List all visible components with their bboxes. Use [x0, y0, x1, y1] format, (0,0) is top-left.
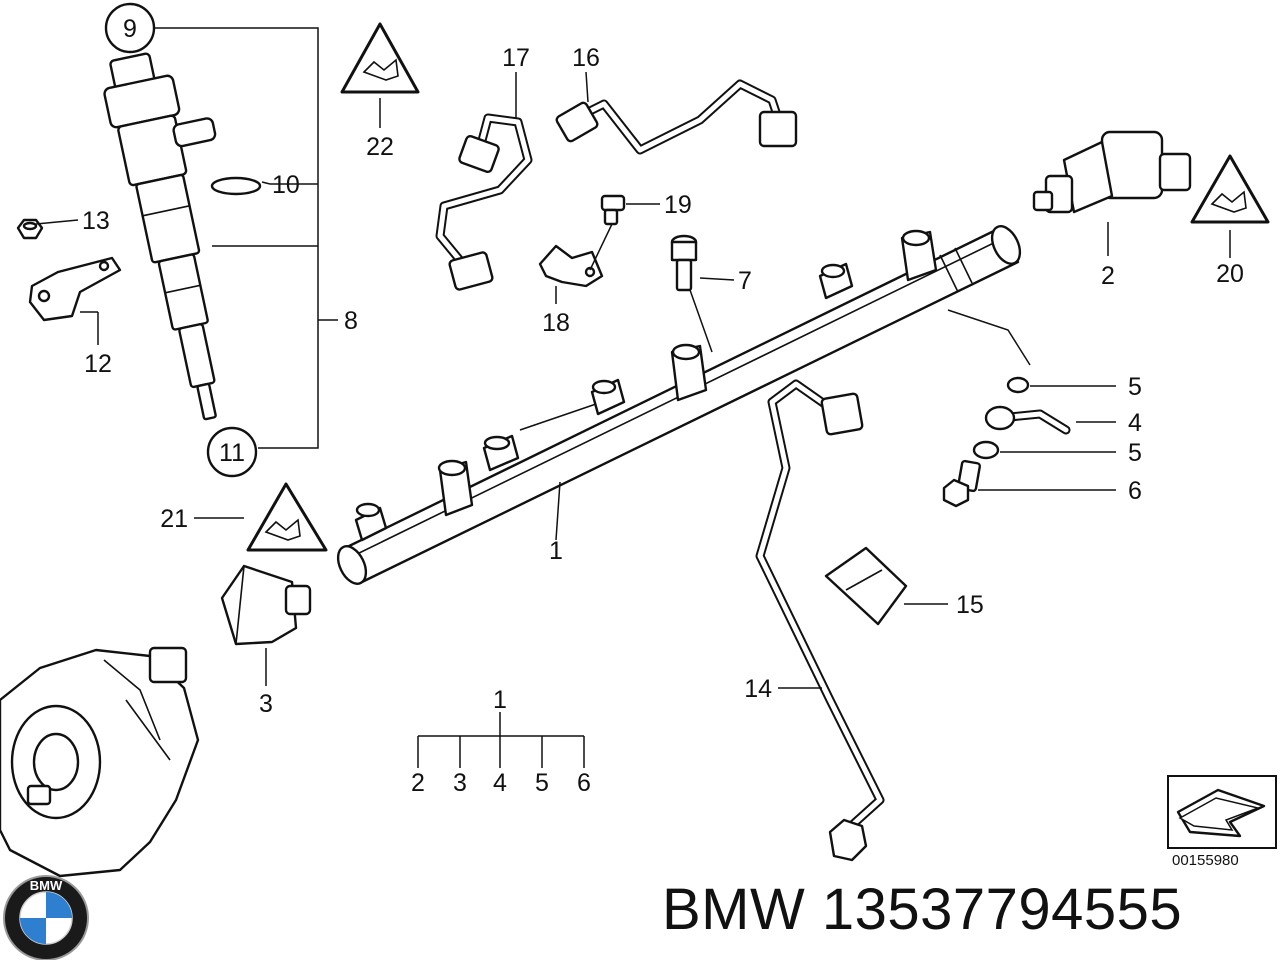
callout-18: 18	[542, 309, 570, 337]
callout-6: 6	[1128, 477, 1142, 505]
callout-10: 10	[272, 171, 300, 199]
callout-2: 2	[1101, 262, 1115, 290]
bracket-bolt	[600, 194, 626, 226]
high-pressure-pump	[0, 646, 200, 878]
tree-child: 4	[493, 769, 507, 797]
callout-19: 19	[664, 191, 692, 219]
rail-port	[670, 343, 708, 402]
banjo-fitting	[984, 405, 1071, 435]
tree-child: 6	[577, 769, 591, 797]
callout-17: 17	[502, 44, 530, 72]
high-pressure-line	[755, 379, 885, 862]
insulation-pad	[824, 546, 908, 626]
callout-20: 20	[1216, 260, 1244, 288]
fuel-rail	[336, 225, 1022, 585]
rail-port	[818, 262, 854, 300]
svg-text:BMW: BMW	[30, 878, 63, 893]
set-tree: 1 2 3 4 5 6	[411, 686, 591, 797]
callout-labels: 9 11 10 8 13 12 22 17 16 19 18 7 2 20 5 …	[82, 15, 1244, 718]
callout-5-lower: 5	[1128, 439, 1142, 467]
injector-line-16	[555, 79, 798, 155]
tree-child: 3	[453, 769, 467, 797]
leader-lines	[35, 27, 1231, 768]
callout-22: 22	[366, 133, 394, 161]
callout-8: 8	[344, 307, 358, 335]
callout-1: 1	[549, 537, 563, 565]
rail-port	[437, 459, 474, 517]
rail-pressure-sensor	[1032, 130, 1192, 214]
warning-triangle-21	[246, 482, 328, 552]
injector-holder	[28, 256, 122, 322]
callout-13: 13	[82, 207, 110, 235]
warning-triangle-20	[1190, 154, 1270, 224]
callout-15: 15	[956, 591, 984, 619]
rail-port	[354, 502, 388, 542]
seal-ring-lower	[972, 440, 1000, 460]
callout-7: 7	[738, 267, 752, 295]
callout-16: 16	[572, 44, 600, 72]
reference-number: 00155980	[1172, 852, 1239, 869]
banjo-bolt	[942, 459, 982, 508]
tree-child: 5	[535, 769, 549, 797]
callout-11: 11	[219, 439, 245, 467]
pipe-bracket	[538, 244, 604, 288]
callout-circle-11	[206, 426, 258, 478]
callout-14: 14	[744, 675, 772, 703]
orientation-arrow-box	[1167, 775, 1277, 849]
rail-port	[482, 434, 520, 472]
callout-9: 9	[123, 15, 137, 43]
injector-line-17	[435, 113, 533, 291]
part-number-caption: BMW 13537794555	[662, 877, 1183, 942]
bmw-logo: BMW	[3, 875, 89, 960]
warning-triangle-22	[340, 22, 420, 94]
tree-root: 1	[493, 686, 507, 714]
callout-12: 12	[84, 350, 112, 378]
fuel-temperature-sensor	[220, 564, 312, 646]
tree-child: 2	[411, 769, 425, 797]
callout-3: 3	[259, 690, 273, 718]
injector-o-ring	[210, 176, 262, 196]
callout-4: 4	[1128, 409, 1142, 437]
rail-port	[900, 229, 938, 282]
injector	[103, 52, 217, 421]
seal-ring-upper	[1006, 376, 1030, 394]
holder-nut	[16, 218, 44, 240]
callout-21: 21	[160, 505, 188, 533]
rail-port	[590, 378, 626, 416]
callout-circle-9	[104, 2, 156, 54]
rail-screw	[670, 234, 698, 292]
callout-5-upper: 5	[1128, 373, 1142, 401]
